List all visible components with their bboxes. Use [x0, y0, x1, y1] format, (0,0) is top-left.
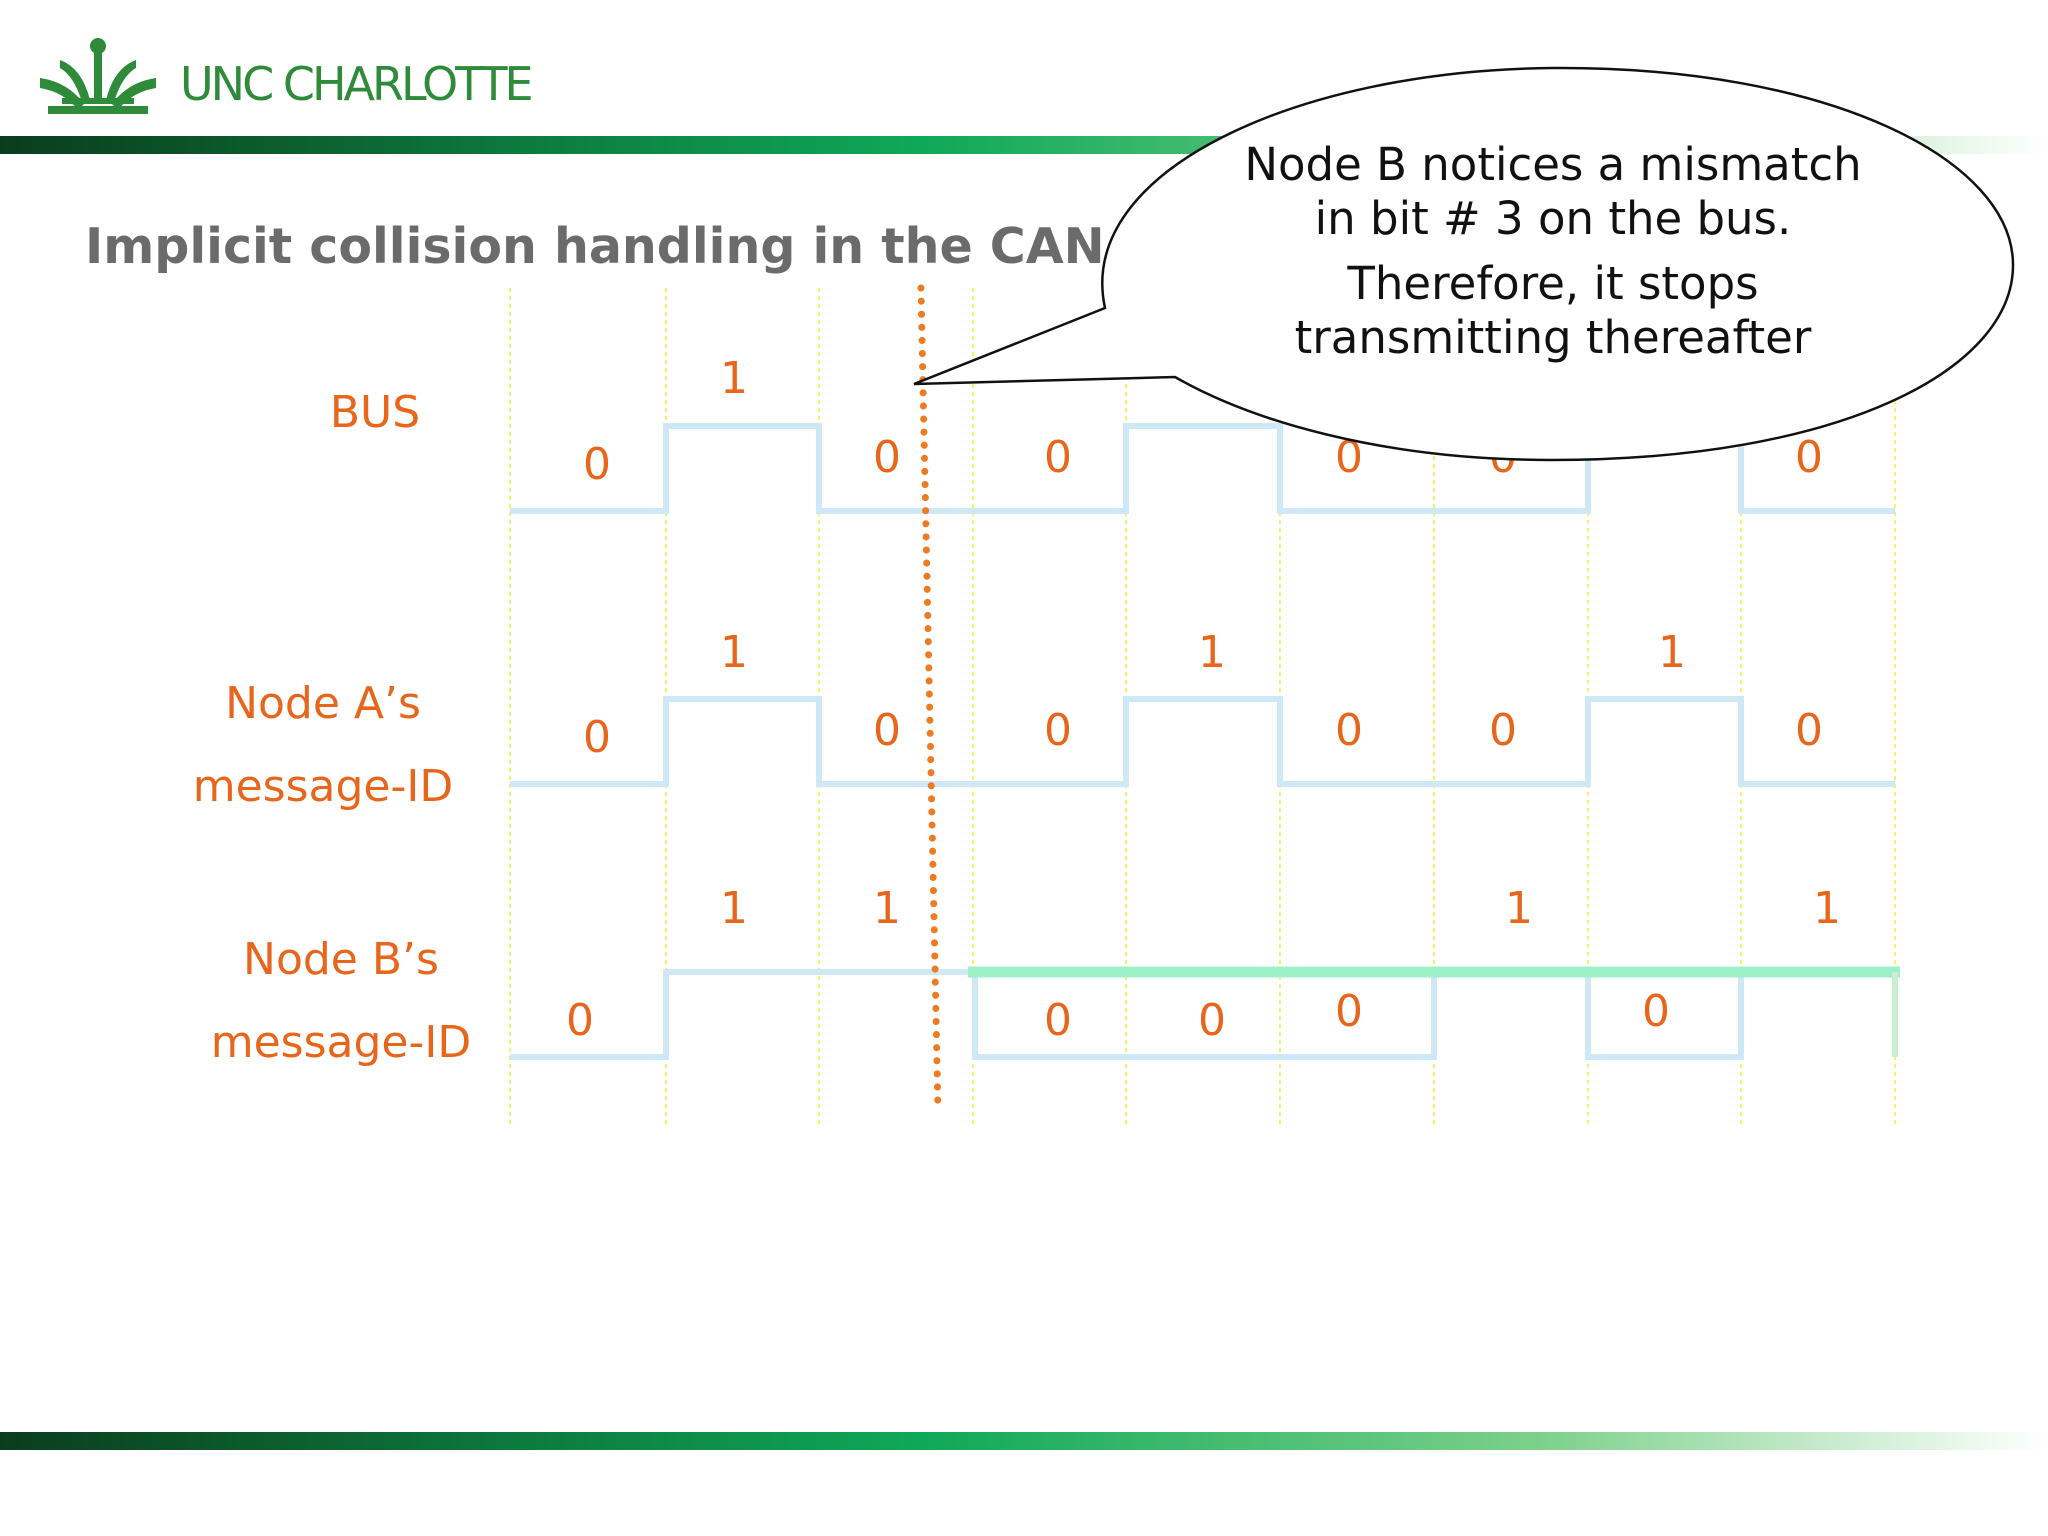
node-a-signal-line — [510, 696, 1895, 787]
node-a-label-sub: message-ID — [193, 761, 453, 812]
node-b-transmitted-signal-line — [510, 969, 968, 1060]
node-b-bit-6: 0 — [1335, 986, 1363, 1037]
node-a-bit-9: 0 — [1795, 705, 1823, 756]
node-a-bit-8: 1 — [1658, 627, 1686, 678]
node-b-bit-8: 0 — [1642, 986, 1670, 1037]
node-b-bit-1: 0 — [566, 995, 594, 1046]
mismatch-divider — [917, 284, 942, 1116]
bus-label: BUS — [330, 387, 420, 438]
node-b-bit-7: 1 — [1505, 883, 1533, 934]
callout-bubble: Node B notices a mismatch in bit # 3 on … — [913, 66, 2015, 462]
node-b-ghost-low-segment-2 — [1585, 972, 1744, 1060]
bus-bit-9: 0 — [1795, 432, 1823, 483]
node-b-bit-labels: 0 1 1 0 0 0 1 0 1 — [566, 883, 1841, 1046]
node-a-bit-5: 1 — [1198, 627, 1226, 678]
bus-bit-4: 0 — [1044, 432, 1072, 483]
callout-line-3: Therefore, it stops — [1346, 257, 1758, 310]
node-a-bit-2: 1 — [720, 627, 748, 678]
node-a-bit-labels: 0 1 0 0 1 0 0 1 0 — [583, 627, 1823, 763]
node-a-bit-6: 0 — [1335, 705, 1363, 756]
slide-title: Implicit collision handling in the CAN b… — [85, 218, 1221, 275]
callout-shape — [913, 66, 2015, 462]
node-b-bit-2: 1 — [720, 883, 748, 934]
row-labels: BUS Node A’s message-ID Node B’s message… — [193, 387, 471, 1068]
node-b-label-sub: message-ID — [211, 1017, 471, 1068]
node-a-waveform — [510, 696, 1895, 787]
node-a-label: Node A’s — [225, 678, 421, 729]
node-a-bit-3: 0 — [873, 705, 901, 756]
node-b-bit-9: 1 — [1813, 883, 1841, 934]
bottom-band — [0, 1432, 2048, 1450]
bus-bit-1: 0 — [583, 439, 611, 490]
node-b-bit-4: 0 — [1044, 995, 1072, 1046]
node-a-bit-7: 0 — [1489, 705, 1517, 756]
university-logo: UNC CHARLOTTE — [40, 38, 535, 114]
logo-wordmark: UNC CHARLOTTE — [180, 57, 532, 111]
callout-line-2: in bit # 3 on the bus. — [1315, 192, 1792, 245]
node-a-bit-4: 0 — [1044, 705, 1072, 756]
bus-bit-3: 0 — [873, 432, 901, 483]
node-b-bit-3: 1 — [873, 883, 901, 934]
node-a-bit-1: 0 — [583, 712, 611, 763]
callout-line-1: Node B notices a mismatch — [1244, 138, 1861, 191]
node-b-label: Node B’s — [243, 934, 439, 985]
callout-line-4: transmitting thereafter — [1295, 311, 1812, 364]
bus-bit-2: 1 — [720, 353, 748, 404]
leaf-crown-icon — [40, 38, 156, 114]
node-b-waveform — [510, 966, 1900, 1060]
node-b-ghost-low-segment-1 — [972, 972, 1437, 1060]
node-b-bit-5: 0 — [1198, 995, 1226, 1046]
bus-bit-labels: 0 1 0 0 0 0 0 — [583, 353, 1823, 490]
